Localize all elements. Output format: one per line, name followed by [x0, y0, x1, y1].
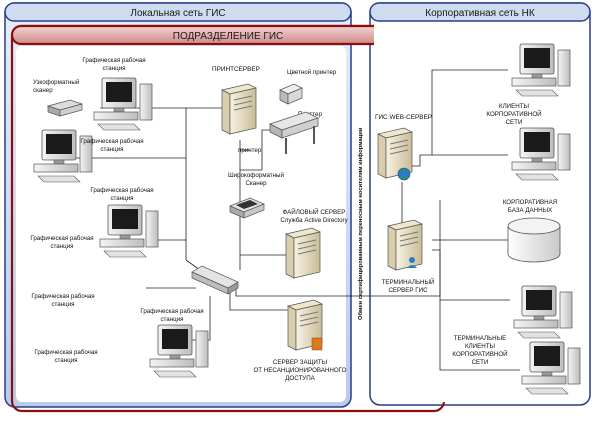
security-server [287, 299, 323, 351]
terminal-server [387, 219, 423, 271]
file-server [285, 227, 321, 279]
scanner-icon [229, 197, 265, 219]
scanner-icon [46, 99, 84, 117]
corporate-database [507, 217, 561, 263]
print-server [221, 83, 257, 135]
web-server-label: ГИС WEB-СЕРВЕР [375, 114, 432, 121]
color-printer-label: Цветной принтер [287, 69, 337, 76]
local-network-title: Локальная сеть ГИС [130, 8, 225, 19]
division-title: ПОДРАЗДЕЛЕНИЕ ГИС [173, 31, 283, 42]
database-icon [507, 217, 561, 263]
plotter [269, 111, 319, 154]
user-icon [409, 257, 415, 263]
switch-icon [191, 265, 239, 295]
media-exchange-note: Обмен сертифицированным переносным носит… [357, 127, 364, 320]
web-server [377, 127, 413, 181]
shield-icon [311, 337, 323, 351]
printer-icon [279, 83, 303, 105]
narrow-scanner [46, 99, 84, 117]
plotter-icon [269, 111, 319, 154]
color-printer [279, 83, 303, 105]
network-switch [191, 265, 239, 295]
corporate-network-title: Корпоративная сеть НК [425, 8, 535, 19]
printer-label: принтер [238, 147, 262, 154]
printserver-label: ПРИНТСЕРВЕР [212, 66, 260, 73]
wideformat-scanner [229, 197, 265, 219]
